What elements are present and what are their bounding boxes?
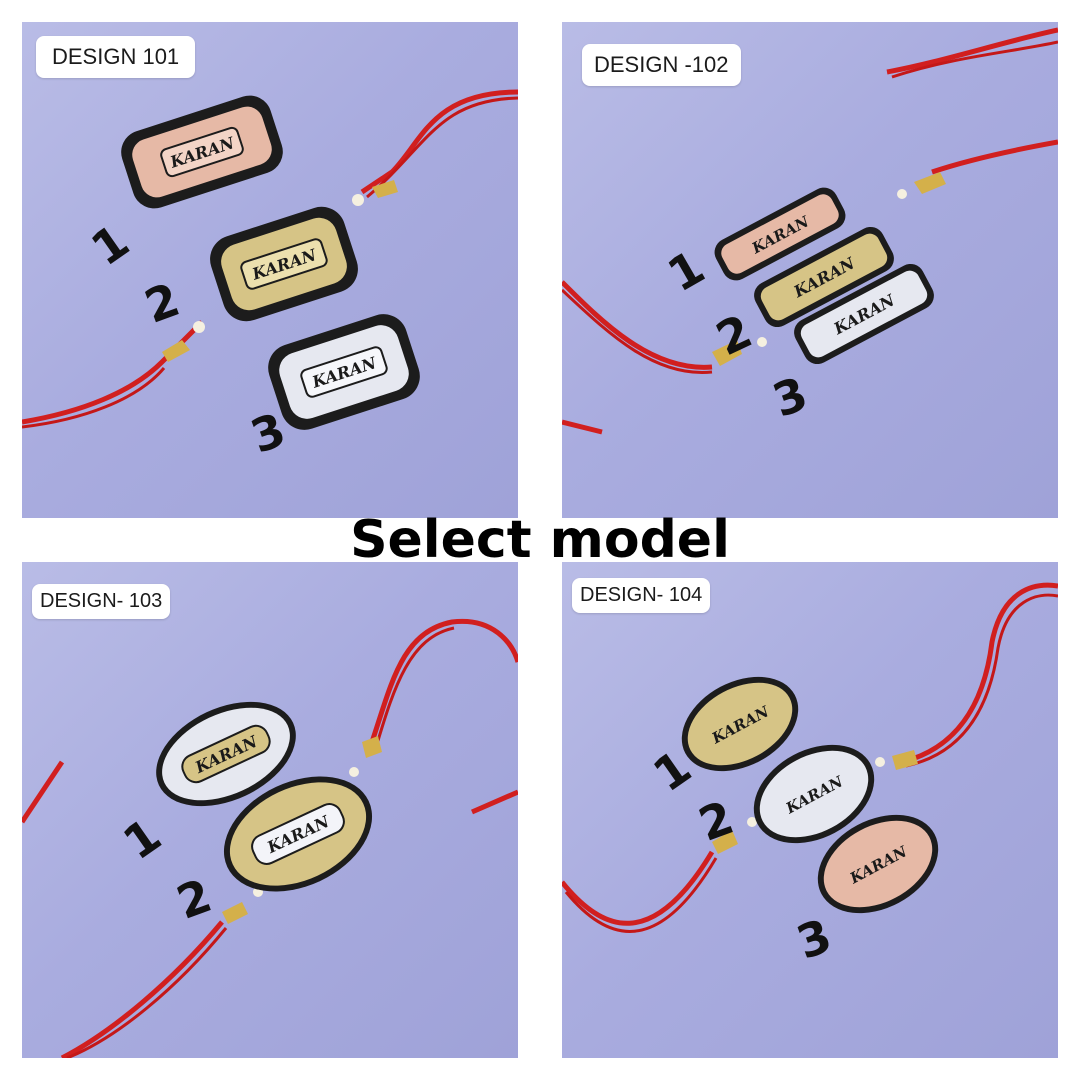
design-label-103: DESIGN- 103 [32, 584, 171, 619]
rakhi-design-104-image: KARAN KARAN KARAN [562, 582, 1058, 933]
page-title: Select model [350, 510, 730, 570]
rakhi-design-101-image: KARAN KARAN KARAN [22, 89, 518, 430]
design-label-101: DESIGN 101 [36, 36, 196, 78]
rakhi-design-102-image: KARAN KARAN KARAN [562, 27, 1058, 435]
photo-design-104[interactable]: KARAN KARAN KARAN DESIGN- 104 1 2 3 [562, 562, 1058, 1058]
design-label-102: DESIGN -102 [582, 44, 741, 86]
design-label-104: DESIGN- 104 [572, 578, 711, 613]
photo-design-102[interactable]: KARAN KARAN KARAN DESIGN -102 1 2 3 [562, 22, 1058, 518]
photo-design-103[interactable]: KARAN KARAN DESIGN- 103 1 2 [22, 562, 518, 1058]
photo-design-101[interactable]: KARAN KARAN KARAN DESIGN 101 1 2 3 [22, 22, 518, 518]
rakhi-design-103-image: KARAN KARAN [22, 618, 518, 1058]
